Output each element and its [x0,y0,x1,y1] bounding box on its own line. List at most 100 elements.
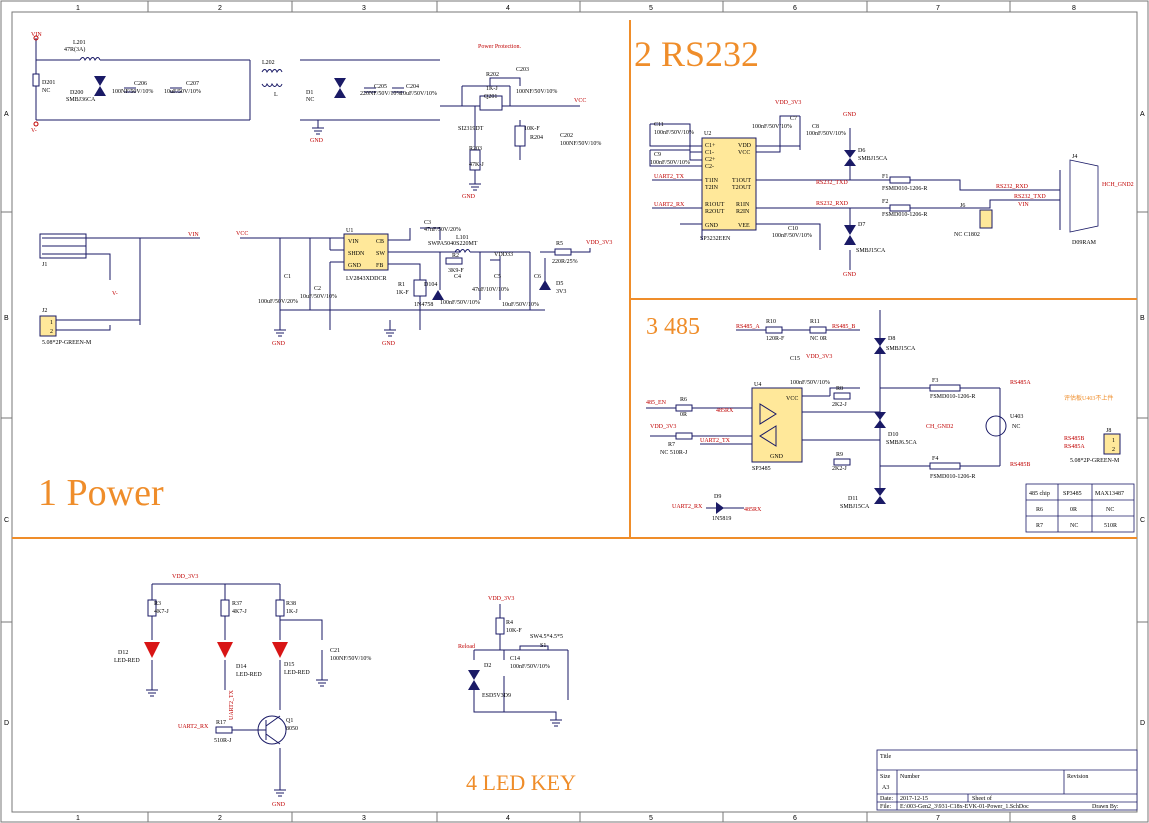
col-num-6-bottom: 6 [793,815,797,822]
c5-ref: C5 [494,274,501,280]
c2-ref: C2 [314,286,321,292]
j6-connector [979,209,993,229]
net-vdd3v3-out: VDD_3V3 [586,240,612,246]
row-letter-c-right: C [1140,517,1145,524]
r202-value: 1K-J [486,86,498,92]
u2-pin-t1in: T1IN [705,178,719,184]
c4-ref: C4 [454,274,461,280]
r7-value: NC 510R-J [660,450,688,456]
net-j8-a: RS485A [1064,444,1085,450]
j8-value: 5.08*2P-GREEN-M [1070,458,1120,464]
r1-value: 1K-F [396,290,409,296]
u1-pin-gnd: GND [348,263,362,269]
net-rs485b: RS485B [1010,462,1030,468]
d8-ref: D8 [888,336,895,342]
c9-ref: C9 [654,152,661,158]
u2-pin-gnd: GND [705,223,719,229]
c10-value: 100nF/50V/10% [772,233,812,239]
net-gnd-d7: GND [843,272,857,278]
c202-value: 100NF/50V/10% [560,141,601,147]
led-d14 [217,642,233,658]
c3-ref: C3 [424,220,431,226]
d104-value: 1N4758 [414,302,433,308]
c8-ref: C8 [812,124,819,130]
r38-ref: R38 [286,601,296,607]
j2-pin1-glyph: 1 [50,320,53,326]
u4-ref: U4 [754,382,761,388]
s1-ref: S1 [540,643,546,649]
d15-value: LED-RED [284,670,310,676]
j2-connector [39,315,57,337]
net-485rx-d9: 485RX [744,507,762,513]
j2-value: 5.08*2P-GREEN-M [42,340,92,346]
r9-value: 2K2-J [832,466,847,472]
c10-ref: C10 [788,226,798,232]
d11-value: SMBJ15CA [840,504,870,510]
net-rs485a: RS485A [1010,380,1031,386]
tb-revision-label: Revision [1067,774,1088,780]
l101-value: SWPA5040S220MT [428,241,478,247]
c14-ref: C14 [510,656,520,662]
u1-part: LV2843XDDCR [346,276,386,282]
c7-ref: C7 [790,116,797,122]
l201-value: 47R(3A) [64,46,85,53]
u1-pin-shdn: SHDN [348,251,365,257]
r2-ref: R2 [452,253,459,259]
table-r6-max: NC [1106,507,1114,513]
net-uart2-rx-232: UART2_RX [654,202,685,208]
col-num-8: 8 [1072,5,1076,12]
r2-value: 3K9-F [448,268,464,274]
u4-pin-gnd: GND [770,454,784,460]
d1-ref: D1 [306,90,313,96]
d104-ref: D104 [424,282,437,288]
net-vin-top: VIN [31,32,42,38]
d200-ref: D200 [70,90,83,96]
eval-board-note: 评估板U403不上件 [1064,394,1113,402]
r11-value: NC 0R [810,336,827,342]
db9-connector [1069,159,1099,233]
net-hch-gnd2: HCH_GND2 [1102,182,1134,188]
net-gnd-q1: GND [272,802,286,808]
tb-file-label: File: [880,804,891,810]
u2-pin-c1p: C1+ [705,143,716,149]
col-num-6: 6 [793,5,797,12]
d12-value: LED-RED [114,658,140,664]
col-num-3-bottom: 3 [362,815,366,822]
d7-value: SMBJ15CA [856,248,886,254]
net-vdd3v3-led: VDD_3V3 [172,574,198,580]
d15-ref: D15 [284,662,294,668]
c1-ref: C1 [284,274,291,280]
col-num-2-bottom: 2 [218,815,222,822]
j8-pin2-glyph: 2 [1112,447,1115,453]
row-letter-d: D [4,720,9,727]
u1-chip [343,233,389,271]
net-rs232-txd-r: RS232_TXD [1014,194,1046,200]
c203-value: 100NF/50V/10% [516,89,557,95]
u2-chip [701,137,757,231]
rs232-section: 2 RS232 U2 SP3232EEN C1+ C1- C2+ C2- T1I… [634,34,1134,278]
c204-value: 10uF/50V/10% [400,91,437,97]
d6-ref: D6 [858,148,865,154]
row-letter-c: C [4,517,9,524]
d10-ref: D10 [888,432,898,438]
power-protection-note: Power Protection. [478,44,521,50]
r204-ref: R204 [530,135,543,141]
net-vminus-top: V- [31,128,37,134]
net-gnd-d6: GND [843,112,857,118]
f4-value: FSMD010-1206-R [930,474,975,480]
net-vminus-j1: V- [112,291,118,297]
u2-pin-vcc: VCC [738,150,750,156]
u2-pin-r1in: R1IN [736,202,750,208]
col-num-1-bottom: 1 [76,815,80,822]
j6-value: NC C1802 [954,232,980,238]
d201-value: NC [42,88,50,94]
net-vin-232: VIN [1018,202,1029,208]
r10-ref: R10 [766,319,776,325]
u1-pin-sw: SW [376,251,385,257]
u1-pin-cb: CB [376,239,384,245]
u1-ref: U1 [346,228,353,234]
j2-pin2-glyph: 2 [50,329,53,335]
u2-pin-r2out: R2OUT [705,209,725,215]
